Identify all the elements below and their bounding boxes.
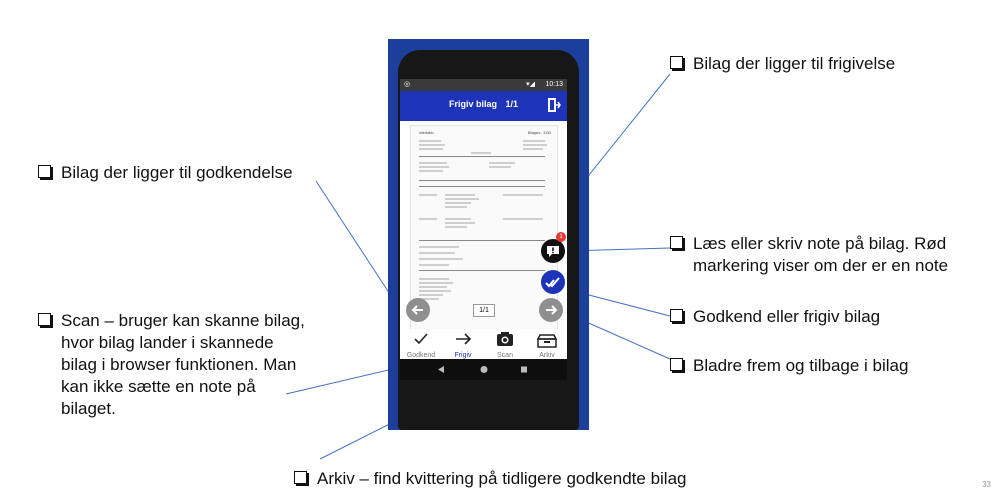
app-title: Frigiv bilag: [448, 99, 497, 109]
checkbox-icon: [670, 236, 683, 249]
home-icon: [480, 366, 488, 373]
status-bar: ◎ ▾◢ 10:13: [400, 79, 567, 91]
exit-icon[interactable]: [547, 97, 561, 113]
check-icon: [414, 333, 428, 345]
back-icon: [438, 366, 444, 373]
checkbox-icon: [38, 313, 51, 326]
note-icon: [547, 246, 559, 257]
arrow-left-icon: [411, 305, 423, 315]
next-button[interactable]: [539, 298, 563, 322]
callout-scan: Scan – bruger kan skanne bilag, hvor bil…: [38, 310, 305, 420]
nav-release[interactable]: Frigiv: [443, 329, 483, 359]
page-counter: 1/1: [505, 99, 519, 109]
nav-approve-label: Godkend: [406, 352, 436, 359]
callout-approve-release: Godkend eller frigiv bilag: [670, 306, 880, 328]
archive-icon: [536, 334, 558, 348]
callout-archive: Arkiv – find kvittering på tidligere god…: [294, 468, 687, 490]
signal-icon: ▾◢: [526, 81, 535, 88]
nav-approve[interactable]: Godkend: [401, 329, 441, 359]
bottom-nav: Godkend Frigiv Scan Arkiv: [400, 329, 567, 359]
camera-icon: [497, 332, 513, 346]
double-check-icon: [545, 277, 560, 288]
callout-release: Bilag der ligger til frigivelse: [670, 53, 895, 75]
note-badge: 1: [556, 232, 566, 242]
notification-icon: ◎: [404, 81, 411, 88]
callout-approve: Bilag der ligger til godkendelse: [38, 162, 293, 184]
nav-archive-label: Arkiv: [539, 352, 555, 359]
doc-header-left: Interfaktu: [419, 131, 434, 135]
page-indicator: 1/1: [473, 304, 495, 317]
checkbox-icon: [294, 471, 307, 484]
nav-scan[interactable]: Scan: [485, 329, 525, 359]
callout-note: Læs eller skriv note på bilag. Rød marke…: [670, 233, 948, 277]
checkbox-icon: [670, 56, 683, 69]
page-number: 33: [982, 480, 991, 489]
system-nav-bar: [400, 359, 567, 380]
note-button[interactable]: [541, 239, 565, 263]
callout-browse: Bladre frem og tilbage i bilag: [670, 355, 908, 377]
status-time: 10:13: [545, 81, 563, 88]
arrow-right-icon: [456, 333, 472, 345]
arrow-right-icon: [546, 305, 558, 315]
nav-release-label: Frigiv: [454, 352, 472, 359]
checkbox-icon: [38, 165, 51, 178]
previous-button[interactable]: [406, 298, 430, 322]
app-bar: Frigiv bilag 1/1: [400, 91, 567, 121]
nav-scan-label: Scan: [497, 352, 513, 359]
phone-screen: ◎ ▾◢ 10:13 Frigiv bilag 1/1 Interfaktu B…: [400, 79, 567, 380]
checkbox-icon: [670, 309, 683, 322]
recents-icon: [521, 366, 527, 373]
approve-release-button[interactable]: [541, 270, 565, 294]
checkbox-icon: [670, 358, 683, 371]
doc-header-right: Bilagsnr.: 3133: [527, 131, 551, 135]
nav-archive[interactable]: Arkiv: [527, 329, 567, 359]
